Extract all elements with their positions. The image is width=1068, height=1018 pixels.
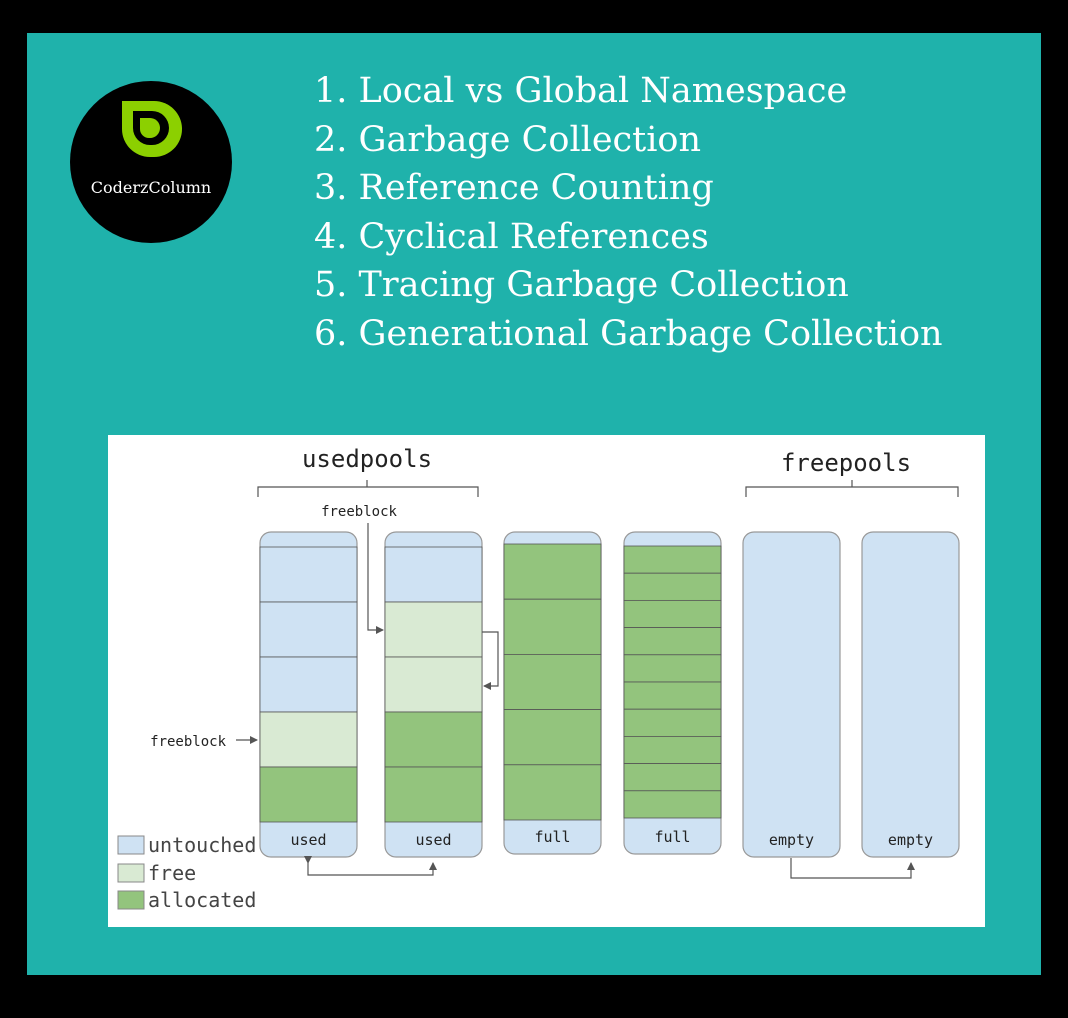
topic-item: 2. Garbage Collection [314, 119, 702, 160]
legend-swatch-free [117, 863, 145, 883]
memory-block [623, 627, 722, 656]
memory-block [623, 572, 722, 601]
memory-block [623, 708, 722, 737]
pool-label: empty [888, 831, 933, 849]
diagram-canvas: usedpools freepools used used full full empt… [117, 445, 960, 912]
pool-label: used [290, 831, 326, 849]
pool-label: empty [769, 831, 814, 849]
freeblock-chain-arrow [482, 631, 499, 690]
topic-item: 5. Tracing Garbage Collection [314, 265, 849, 305]
memory-block [503, 709, 602, 766]
pool-columns: used used full full empty empty [259, 531, 960, 858]
freeblock-label-left: freeblock [150, 734, 226, 750]
pool-label: used [415, 831, 451, 849]
legend-label-free: free [148, 861, 196, 885]
memory-pool-diagram: usedpools freepools used used full full empt… [108, 435, 985, 927]
memory-block [259, 766, 358, 823]
memory-block [623, 599, 722, 628]
pool-body [742, 531, 841, 858]
freeblock-pointer-top [367, 523, 384, 634]
legend-swatch-untouched [117, 835, 145, 855]
usedpools-brace [257, 480, 479, 497]
memory-block [384, 711, 483, 768]
freepools-label: freepools [781, 449, 911, 477]
usedpools-label: usedpools [302, 445, 432, 473]
pool-body [861, 531, 960, 858]
memory-block [503, 598, 602, 655]
pool-label: full [534, 828, 570, 846]
freepools-link [790, 858, 915, 879]
memory-block [623, 790, 722, 819]
leaf-icon [122, 101, 182, 157]
freepools-brace [745, 480, 959, 497]
memory-block [259, 711, 358, 768]
pool-column: full [623, 531, 722, 855]
memory-block [259, 601, 358, 658]
memory-block [259, 546, 358, 603]
memory-block [503, 543, 602, 600]
brand-logo: CoderzColumn [70, 81, 232, 243]
memory-block [623, 545, 722, 574]
pool-column: empty [742, 531, 841, 858]
topic-item: 3. Reference Counting [314, 168, 714, 208]
memory-block [623, 654, 722, 683]
pool-column: empty [861, 531, 960, 858]
brand-name: CoderzColumn [90, 178, 212, 197]
memory-block [623, 763, 722, 792]
memory-block [259, 656, 358, 713]
usedpools-link [304, 856, 437, 876]
pool-column: used [259, 531, 358, 858]
legend-label-untouched: untouched [148, 833, 256, 857]
topic-item: 1. Local vs Global Namespace [314, 71, 848, 111]
memory-block [384, 601, 483, 658]
topic-item: 4. Cyclical References [314, 216, 709, 257]
legend-label-allocated: allocated [148, 888, 256, 912]
memory-block [503, 764, 602, 821]
memory-block [384, 656, 483, 713]
freeblock-label-top: freeblock [321, 504, 397, 520]
pool-label: full [654, 828, 690, 846]
topic-list: 1. Local vs Global Namespace 2. Garbage … [314, 67, 943, 358]
memory-block [503, 653, 602, 710]
memory-block [623, 681, 722, 710]
pool-column: used [384, 531, 483, 858]
memory-block [384, 546, 483, 603]
legend: untouched free allocated [117, 833, 256, 912]
memory-block [623, 735, 722, 764]
legend-swatch-allocated [117, 890, 145, 910]
memory-block [384, 766, 483, 823]
pool-column: full [503, 531, 602, 855]
topic-item: 6. Generational Garbage Collection [314, 313, 943, 354]
